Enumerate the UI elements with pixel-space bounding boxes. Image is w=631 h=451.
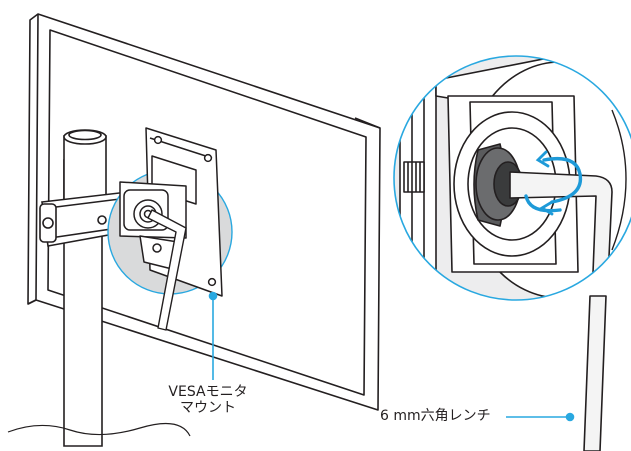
vesa-label-line1: VESAモニタ <box>168 384 248 400</box>
vesa-plate <box>119 127 223 297</box>
wrench-leader <box>506 412 575 422</box>
vesa-leader <box>208 291 218 380</box>
hex-wrench-small <box>147 209 187 331</box>
rotation-arrow-icon <box>524 150 583 216</box>
hex-wrench-large <box>583 295 607 451</box>
vesa-mount-label: VESAモニタ マウント <box>158 384 258 416</box>
hex-wrench-label: 6 mm六角レンチ <box>380 408 491 424</box>
callout-dot-icon <box>565 412 575 422</box>
callout-dot-icon <box>208 291 218 301</box>
vesa-label-line2: マウント <box>180 400 236 416</box>
